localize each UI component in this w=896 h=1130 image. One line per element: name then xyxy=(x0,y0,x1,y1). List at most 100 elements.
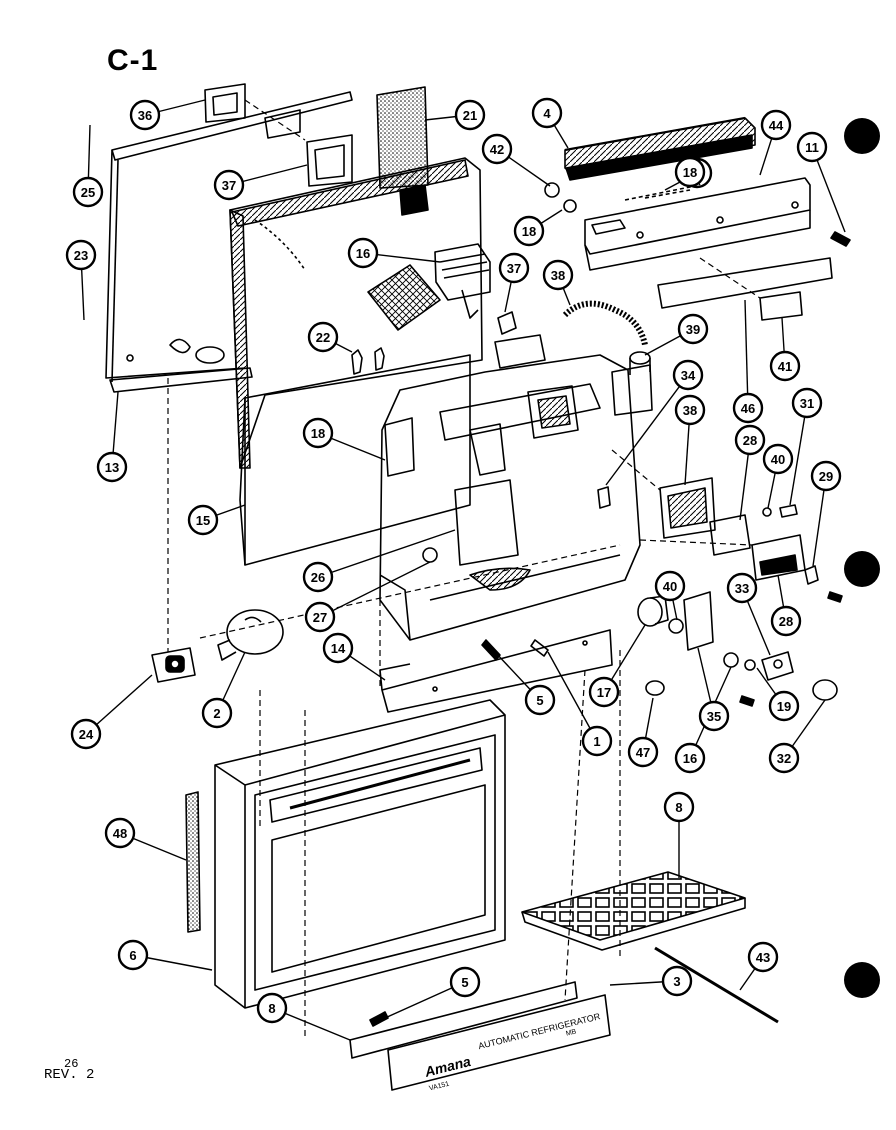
knob-33 xyxy=(812,679,838,701)
callout-13: 13 xyxy=(96,391,128,483)
callout-number: 2 xyxy=(213,706,220,721)
callout-34: 34 xyxy=(605,359,704,486)
housing-18 xyxy=(379,334,641,641)
screw-5-lower xyxy=(369,1011,389,1027)
callout-32: 32 xyxy=(768,699,826,774)
callout-31: 31 xyxy=(789,387,823,506)
callout-number: 4 xyxy=(543,106,551,121)
nut-19 xyxy=(744,659,756,671)
callout-36: 36 xyxy=(129,99,206,131)
callout-balloon xyxy=(322,632,354,664)
leader-line xyxy=(319,561,431,618)
callout-balloon xyxy=(654,570,686,602)
gasket-37-top xyxy=(204,83,246,123)
callout-number: 38 xyxy=(551,268,565,283)
leader-line xyxy=(605,374,689,486)
callout-4: 4 xyxy=(531,97,569,149)
callout-28: 28 xyxy=(734,424,766,521)
callout-6: 6 xyxy=(117,939,213,971)
callout-number: 5 xyxy=(461,975,468,990)
callout-balloon xyxy=(449,966,481,998)
screw-40a xyxy=(739,695,755,707)
clip-38 xyxy=(497,311,517,335)
callout-number: 46 xyxy=(741,401,755,416)
callout-balloon xyxy=(513,215,545,247)
callout-number: 48 xyxy=(113,826,127,841)
callout-balloon xyxy=(302,561,334,593)
nameplate-model: VA151 xyxy=(428,1081,450,1093)
screw-32 xyxy=(779,504,798,518)
callout-28: 28 xyxy=(770,574,802,637)
callout-39: 39 xyxy=(644,313,709,356)
callout-balloon xyxy=(104,817,136,849)
callout-number: 11 xyxy=(805,140,819,155)
clip-35 xyxy=(597,486,611,509)
callout-number: 1 xyxy=(593,734,600,749)
binder-hole-top xyxy=(844,118,880,154)
leader-line xyxy=(744,299,749,409)
callout-23: 23 xyxy=(65,239,97,321)
callout-number: 43 xyxy=(756,950,770,965)
callout-33: 33 xyxy=(726,572,771,656)
callout-40: 40 xyxy=(762,443,794,509)
callout-21: 21 xyxy=(424,99,486,131)
callout-18: 18 xyxy=(513,209,563,247)
callout-balloon xyxy=(674,156,706,188)
screw-5-upper xyxy=(481,639,501,661)
callout-27: 27 xyxy=(304,561,431,633)
callout-15: 15 xyxy=(187,504,246,536)
callout-43: 43 xyxy=(739,941,779,991)
callout-balloon xyxy=(187,504,219,536)
callout-number: 33 xyxy=(735,581,749,596)
part-31 xyxy=(804,565,819,585)
callout-number: 38 xyxy=(683,403,697,418)
callout-number: 25 xyxy=(81,185,95,200)
nameplate-line1: AUTOMATIC REFRIGERATOR xyxy=(477,1011,602,1051)
bracket-36 xyxy=(683,591,714,651)
partition-15-edge xyxy=(239,397,246,566)
binder-hole-bottom xyxy=(844,962,880,998)
callout-number: 23 xyxy=(74,248,88,263)
callout-14: 14 xyxy=(322,632,386,681)
callout-18: 18 xyxy=(302,417,386,461)
wire-7 xyxy=(624,184,701,201)
callout-balloon xyxy=(732,392,764,424)
callout-balloon xyxy=(734,424,766,456)
leader-line xyxy=(789,402,808,506)
callout-5: 5 xyxy=(494,651,556,716)
callout-46: 46 xyxy=(732,299,764,424)
callout-balloon xyxy=(129,99,161,131)
callout-number: 16 xyxy=(356,246,370,261)
callout-balloon xyxy=(524,684,556,716)
callout-number: 29 xyxy=(819,469,833,484)
washer-16 xyxy=(723,652,739,668)
callout-number: 18 xyxy=(522,224,536,239)
callout-17: 17 xyxy=(588,624,646,708)
callout-37: 37 xyxy=(213,164,308,201)
callout-balloon xyxy=(791,387,823,419)
callout-number: 8 xyxy=(268,1001,275,1016)
callout-balloon xyxy=(762,443,794,475)
callout-number: 47 xyxy=(636,745,650,760)
mounting-plate-14 xyxy=(379,629,613,713)
callout-balloon xyxy=(117,939,149,971)
screw-11 xyxy=(830,231,851,247)
callout-balloon xyxy=(201,697,233,729)
callout-balloon xyxy=(810,460,842,492)
callout-balloon xyxy=(481,133,513,165)
callout-number: 40 xyxy=(663,579,677,594)
callout-balloon xyxy=(256,992,288,1024)
callout-number: 27 xyxy=(313,610,327,625)
callout-balloon xyxy=(674,742,706,774)
callout-38: 38 xyxy=(542,259,574,306)
callout-5: 5 xyxy=(384,966,481,1019)
callout-balloon xyxy=(768,690,800,722)
callout-balloon xyxy=(663,791,695,823)
callout-number: 6 xyxy=(129,948,136,963)
callout-number: 28 xyxy=(743,433,757,448)
callout-balloon xyxy=(307,321,339,353)
callout-number: 19 xyxy=(777,699,791,714)
callout-number: 42 xyxy=(490,142,504,157)
